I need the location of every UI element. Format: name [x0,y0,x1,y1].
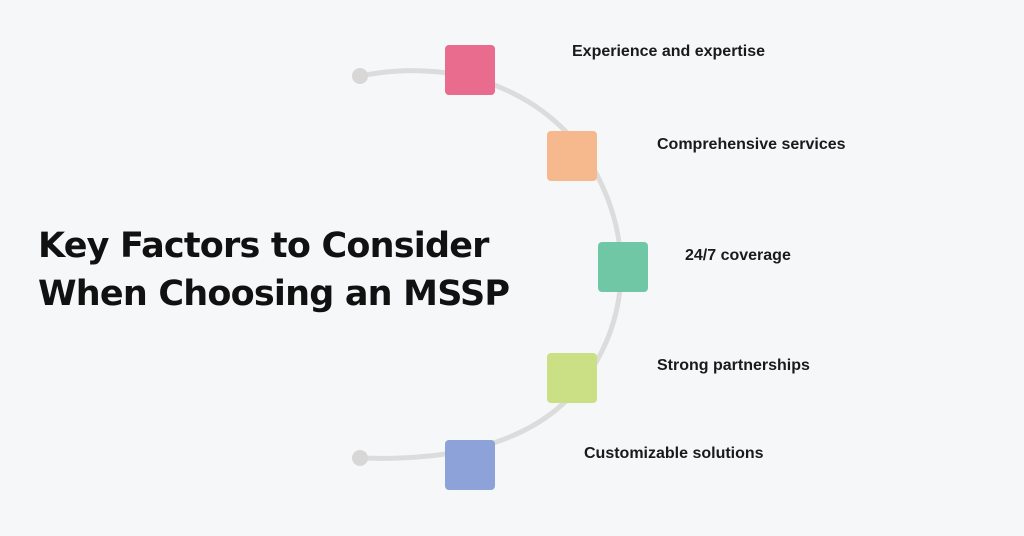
arc-end-dot [352,450,368,466]
factor-marker-2 [547,131,597,181]
page-title: Key Factors to Consider When Choosing an… [38,222,510,318]
factor-marker-4 [547,353,597,403]
factor-marker-1 [445,45,495,95]
factor-label-2: Comprehensive services [657,136,846,153]
factor-label-1: Experience and expertise [572,43,765,60]
title-line-2: When Choosing an MSSP [38,274,510,314]
arc-start-dot [352,68,368,84]
factor-label-4: Strong partnerships [657,357,810,374]
factor-marker-3 [598,242,648,292]
factor-label-3: 24/7 coverage [685,247,791,264]
factor-label-5: Customizable solutions [584,445,764,462]
title-line-1: Key Factors to Consider [38,226,489,266]
factor-marker-5 [445,440,495,490]
